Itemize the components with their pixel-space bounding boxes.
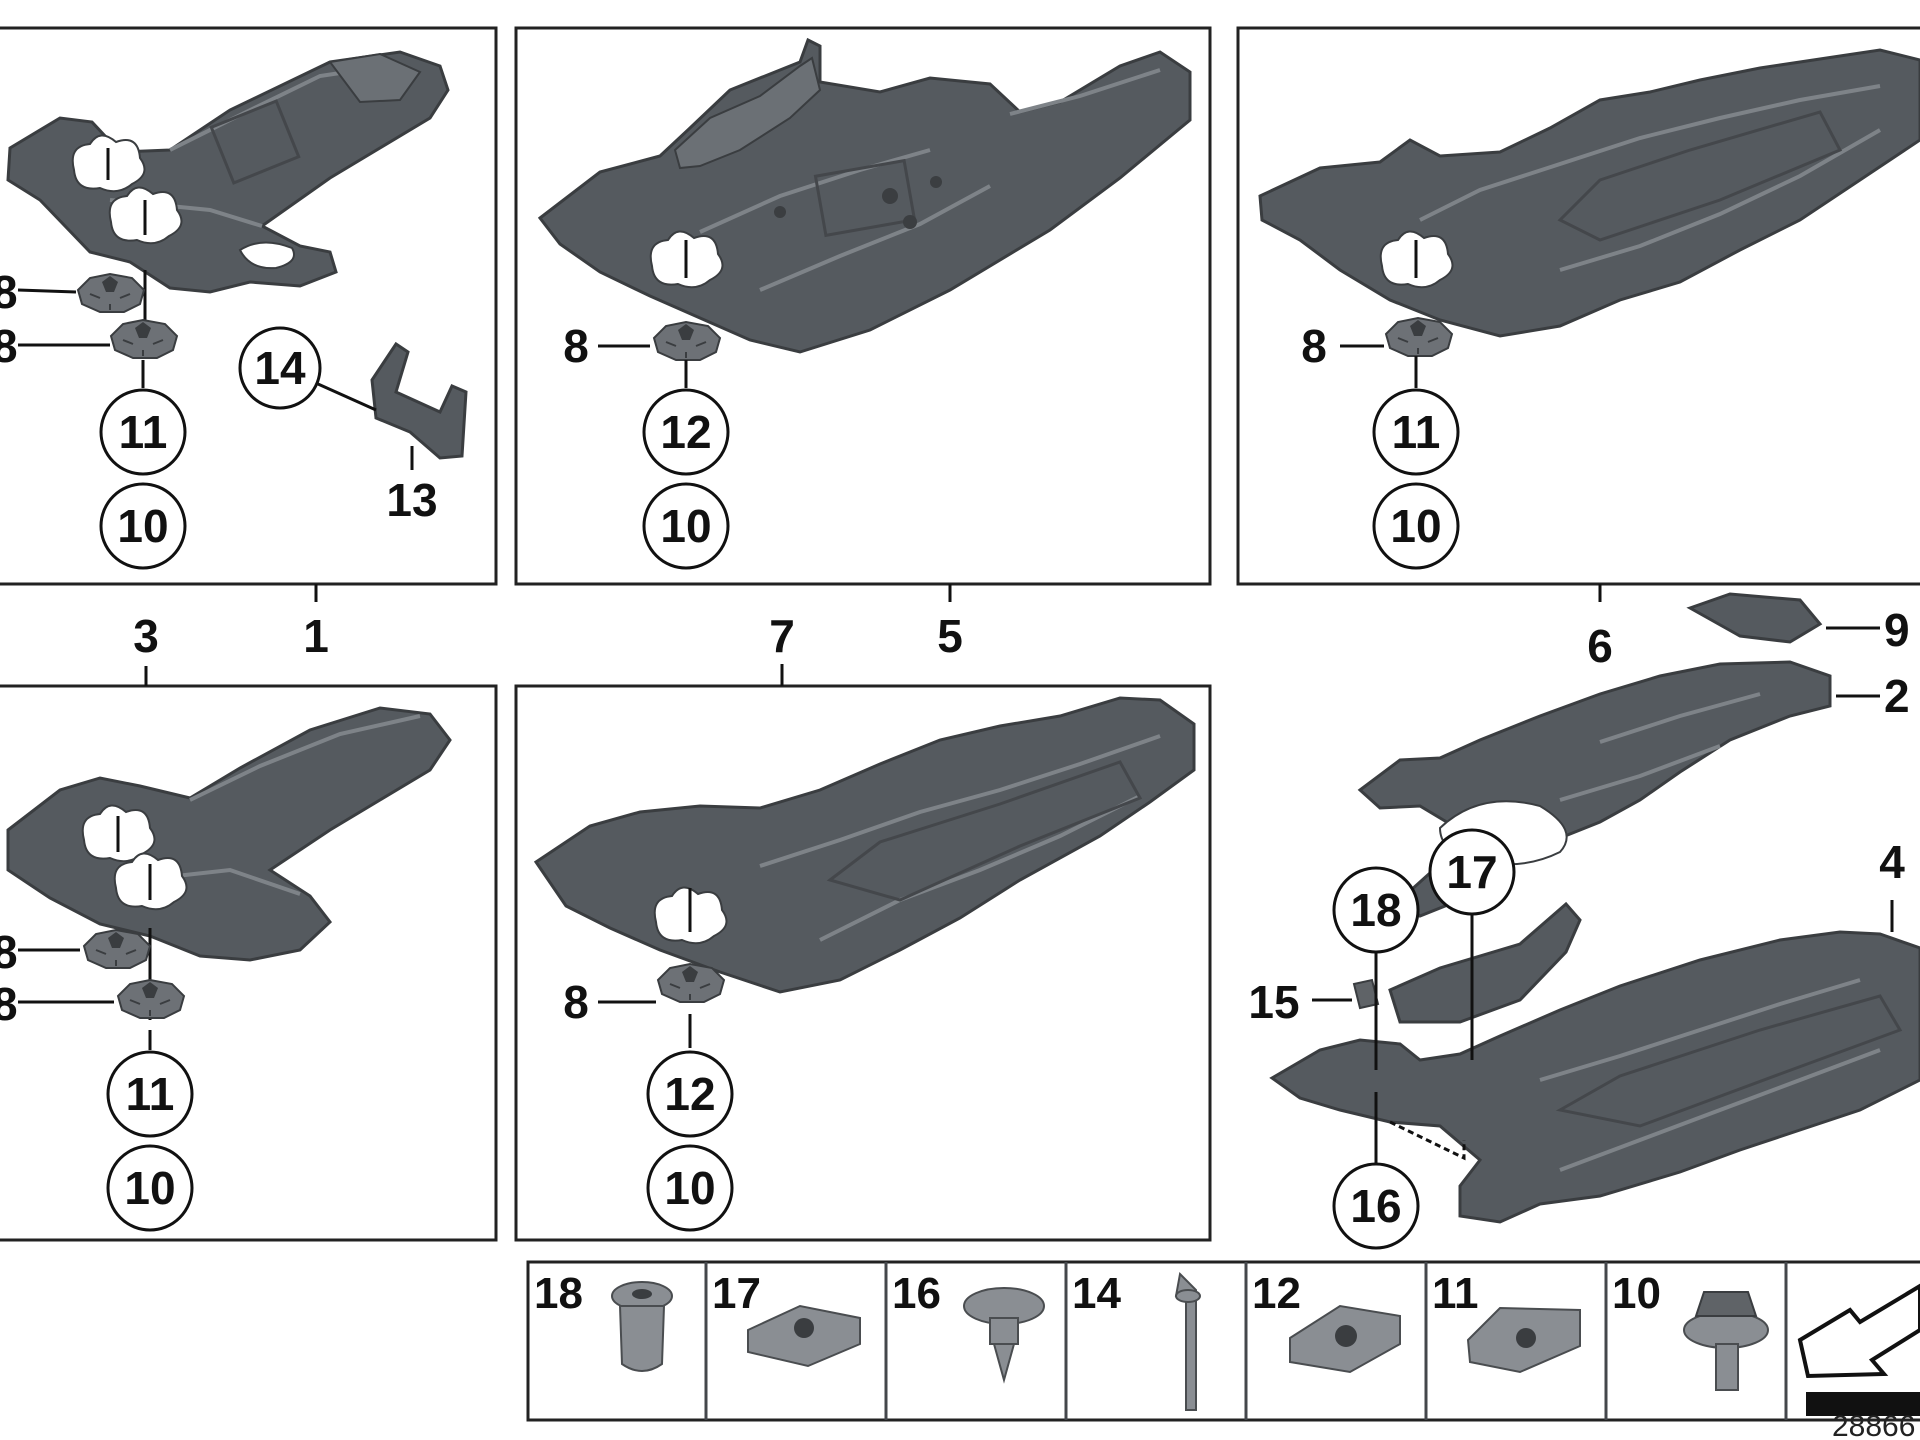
callout-8: 8 (563, 320, 589, 372)
cover-part-9 (1686, 592, 1823, 644)
callout-circle (238, 326, 322, 410)
callout-4: 4 (1879, 836, 1905, 888)
callout-8: 8 (0, 320, 18, 372)
callout-circle (1332, 1162, 1420, 1250)
washer-icon (117, 979, 185, 1019)
direction-arrow-icon (1797, 1283, 1920, 1416)
callout-circle (642, 482, 730, 570)
legend-label-18: 18 (534, 1269, 583, 1318)
callout-12: 12 (660, 406, 711, 458)
callout-circle (99, 388, 187, 476)
callout-10: 10 (124, 1162, 175, 1214)
exploded-group (1269, 592, 1920, 1224)
washer-icon (657, 963, 725, 1003)
frame-part-6 (1236, 26, 1920, 602)
washer-icon (83, 929, 151, 969)
legend-label-16: 16 (892, 1269, 941, 1318)
callout-11: 11 (1392, 406, 1441, 458)
callout-2: 2 (1884, 670, 1910, 722)
frame-part-3 (0, 666, 498, 1242)
legend-label-14: 14 (1072, 1269, 1121, 1318)
callout-18: 18 (1350, 884, 1401, 936)
callout-8: 8 (563, 976, 589, 1028)
callout-circle (646, 1144, 734, 1232)
bracket-part (370, 341, 468, 460)
heat-shield-part-17 (1388, 901, 1582, 1024)
callout-17: 17 (1446, 846, 1497, 898)
callout-10: 10 (117, 500, 168, 552)
washer-icon (110, 319, 178, 359)
callout-7: 7 (769, 610, 795, 662)
callout-circle (1428, 828, 1516, 916)
callout-9: 9 (1884, 604, 1910, 656)
clip-nut-icon (1289, 1304, 1401, 1374)
callout-11: 11 (119, 406, 168, 458)
callout-5: 5 (937, 610, 963, 662)
washer-icon (653, 321, 721, 361)
callout-circle (99, 482, 187, 570)
callout-11: 11 (126, 1068, 175, 1120)
callout-8: 8 (1301, 320, 1327, 372)
washer-icon (77, 273, 145, 313)
callout-3: 3 (133, 610, 159, 662)
washer-icon (1385, 317, 1453, 357)
callout-8: 8 (0, 266, 18, 318)
callout-circle (1332, 866, 1420, 954)
legend-label-11: 11 (1432, 1269, 1479, 1318)
callout-circle (106, 1144, 194, 1232)
frame-part-5 (514, 26, 1212, 602)
blind-rivet-icon (1174, 1271, 1201, 1411)
frame-part-1 (0, 26, 498, 602)
callout-10: 10 (660, 500, 711, 552)
legend-label-10: 10 (1612, 1269, 1661, 1318)
callout-circle (1372, 482, 1460, 570)
callout-12: 12 (664, 1068, 715, 1120)
rivet-nut-icon (611, 1281, 673, 1372)
legend-label-17: 17 (712, 1269, 761, 1318)
clip-nut-icon (747, 1304, 861, 1368)
reference-number: 28866 (1832, 1410, 1915, 1440)
callout-1: 1 (303, 610, 329, 662)
callout-8: 8 (0, 926, 18, 978)
callout-13: 13 (386, 474, 437, 526)
callout-15: 15 (1248, 976, 1299, 1028)
callout-8: 8 (0, 978, 18, 1030)
callout-circle (646, 1050, 734, 1138)
callout-10: 10 (1390, 500, 1441, 552)
callout-circle (106, 1050, 194, 1138)
callout-10: 10 (664, 1162, 715, 1214)
spring-nut-icon (1466, 1306, 1581, 1374)
fastener-legend: 18 17 16 14 12 11 10 (526, 1260, 1920, 1440)
frame-part-7 (514, 664, 1212, 1242)
callout-circle (642, 388, 730, 476)
callout-circle (1372, 388, 1460, 476)
callout-16: 16 (1350, 1180, 1401, 1232)
legend-label-12: 12 (1252, 1269, 1301, 1318)
screw-icon (963, 1287, 1045, 1384)
cover-part-4 (1269, 930, 1920, 1224)
callout-6: 6 (1587, 620, 1613, 672)
hex-bolt-icon (1683, 1291, 1769, 1391)
callout-14: 14 (254, 342, 306, 394)
